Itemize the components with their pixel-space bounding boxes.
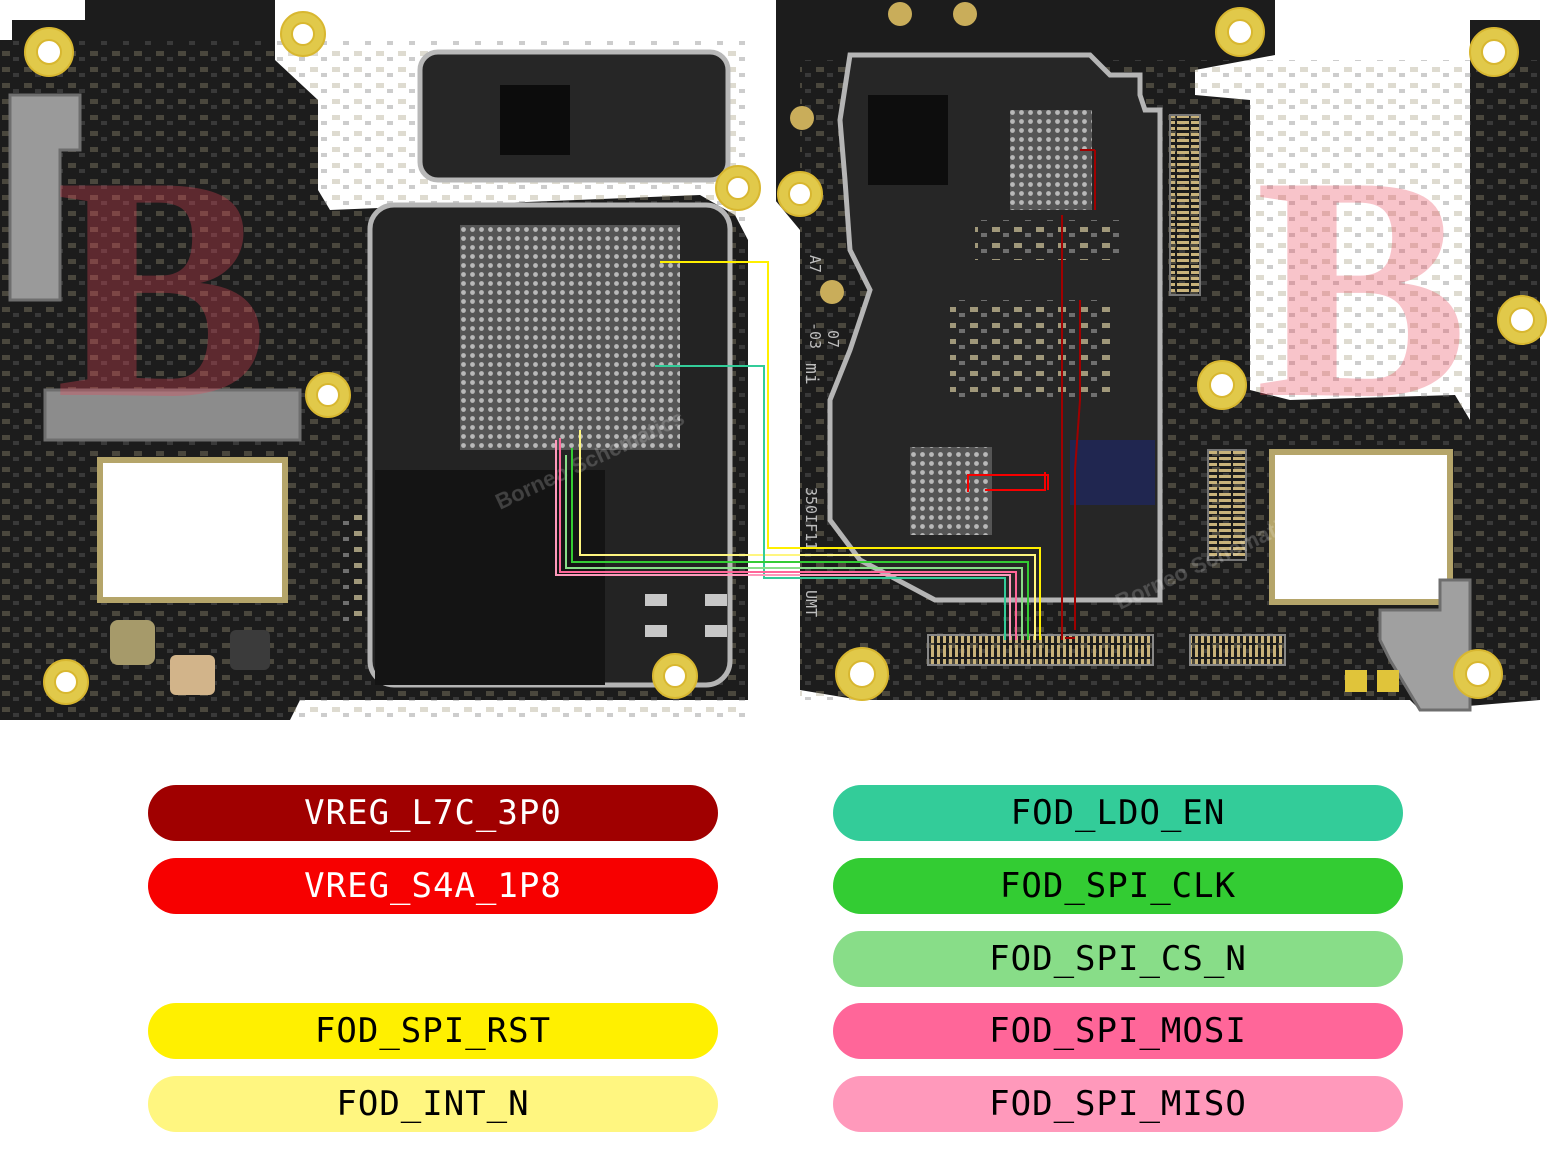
legend-label: FOD_SPI_CS_N (989, 939, 1247, 979)
svg-text:B: B (55, 111, 268, 465)
trace-fod-spi-miso (555, 440, 1011, 640)
trace-fod-spi-mosi (559, 438, 1017, 640)
legend-fod-spi-mosi: FOD_SPI_MOSI (833, 1003, 1403, 1059)
legend-label: FOD_SPI_MISO (989, 1084, 1247, 1124)
blue-chip (1070, 440, 1155, 505)
trace-fod-int-n (579, 430, 1036, 640)
trace-vreg-l7c-3p0 (1061, 149, 1096, 640)
left-cutout (97, 457, 288, 603)
legend-vreg-l7c-3p0: VREG_L7C_3P0 (148, 785, 718, 841)
trace-fod-spi-rst (660, 261, 1041, 640)
silk-07: 07 (824, 330, 842, 348)
silk-umt: UMT (802, 590, 820, 617)
signal-traces (555, 149, 1096, 640)
legend-label: FOD_SPI_CLK (999, 866, 1237, 906)
left-top-chip (500, 85, 570, 155)
silk-a7: A7 (806, 255, 824, 273)
legend-vreg-s4a-1p8: VREG_S4A_1P8 (148, 858, 718, 914)
left-mount-holes (24, 11, 761, 705)
silk-mi-logo: mi (801, 363, 822, 385)
board-connector-small (1207, 449, 1247, 561)
legend-fod-spi-clk: FOD_SPI_CLK (833, 858, 1403, 914)
legend-label: FOD_SPI_MOSI (989, 1011, 1247, 1051)
board-connector-right-vertical (1169, 114, 1201, 296)
memory-chip (375, 470, 605, 685)
right-mount-holes (777, 7, 1547, 701)
trace-fod-spi-clk (571, 448, 1029, 640)
legend-label: VREG_S4A_1P8 (304, 866, 562, 906)
right-metal-bracket (1378, 578, 1472, 712)
pmic-chip-top-left (868, 95, 948, 185)
svg-text:B: B (1255, 111, 1468, 465)
legend-fod-spi-rst: FOD_SPI_RST (148, 1003, 718, 1059)
silk-03: -03 (806, 322, 824, 349)
right-board: A7 07 -03 350IF11 UMT mi (775, 0, 1547, 712)
legend-label: FOD_INT_N (336, 1084, 530, 1124)
legend-label: VREG_L7C_3P0 (304, 793, 562, 833)
legend-fod-spi-cs-n: FOD_SPI_CS_N (833, 931, 1403, 987)
legend-label: FOD_LDO_EN (1010, 793, 1226, 833)
watermark: B B Borneo Schematics Borneo Schematics (55, 111, 1468, 615)
trace-fod-ldo-en (655, 365, 1006, 640)
right-cutout (1269, 449, 1453, 605)
legend-fod-spi-miso: FOD_SPI_MISO (833, 1076, 1403, 1132)
side-connector (1189, 634, 1286, 666)
trace-fod-spi-cs-n (565, 455, 1023, 640)
left-top-shield (417, 49, 731, 183)
silk-id: 350IF11 (802, 487, 820, 550)
legend-label: FOD_SPI_RST (314, 1011, 552, 1051)
left-metal-bracket (8, 93, 82, 302)
legend-fod-ldo-en: FOD_LDO_EN (833, 785, 1403, 841)
silkscreen-text: A7 07 -03 350IF11 UMT mi (801, 255, 842, 617)
trace-vreg-s4a-1p8 (967, 472, 1049, 492)
legend-fod-int-n: FOD_INT_N (148, 1076, 718, 1132)
